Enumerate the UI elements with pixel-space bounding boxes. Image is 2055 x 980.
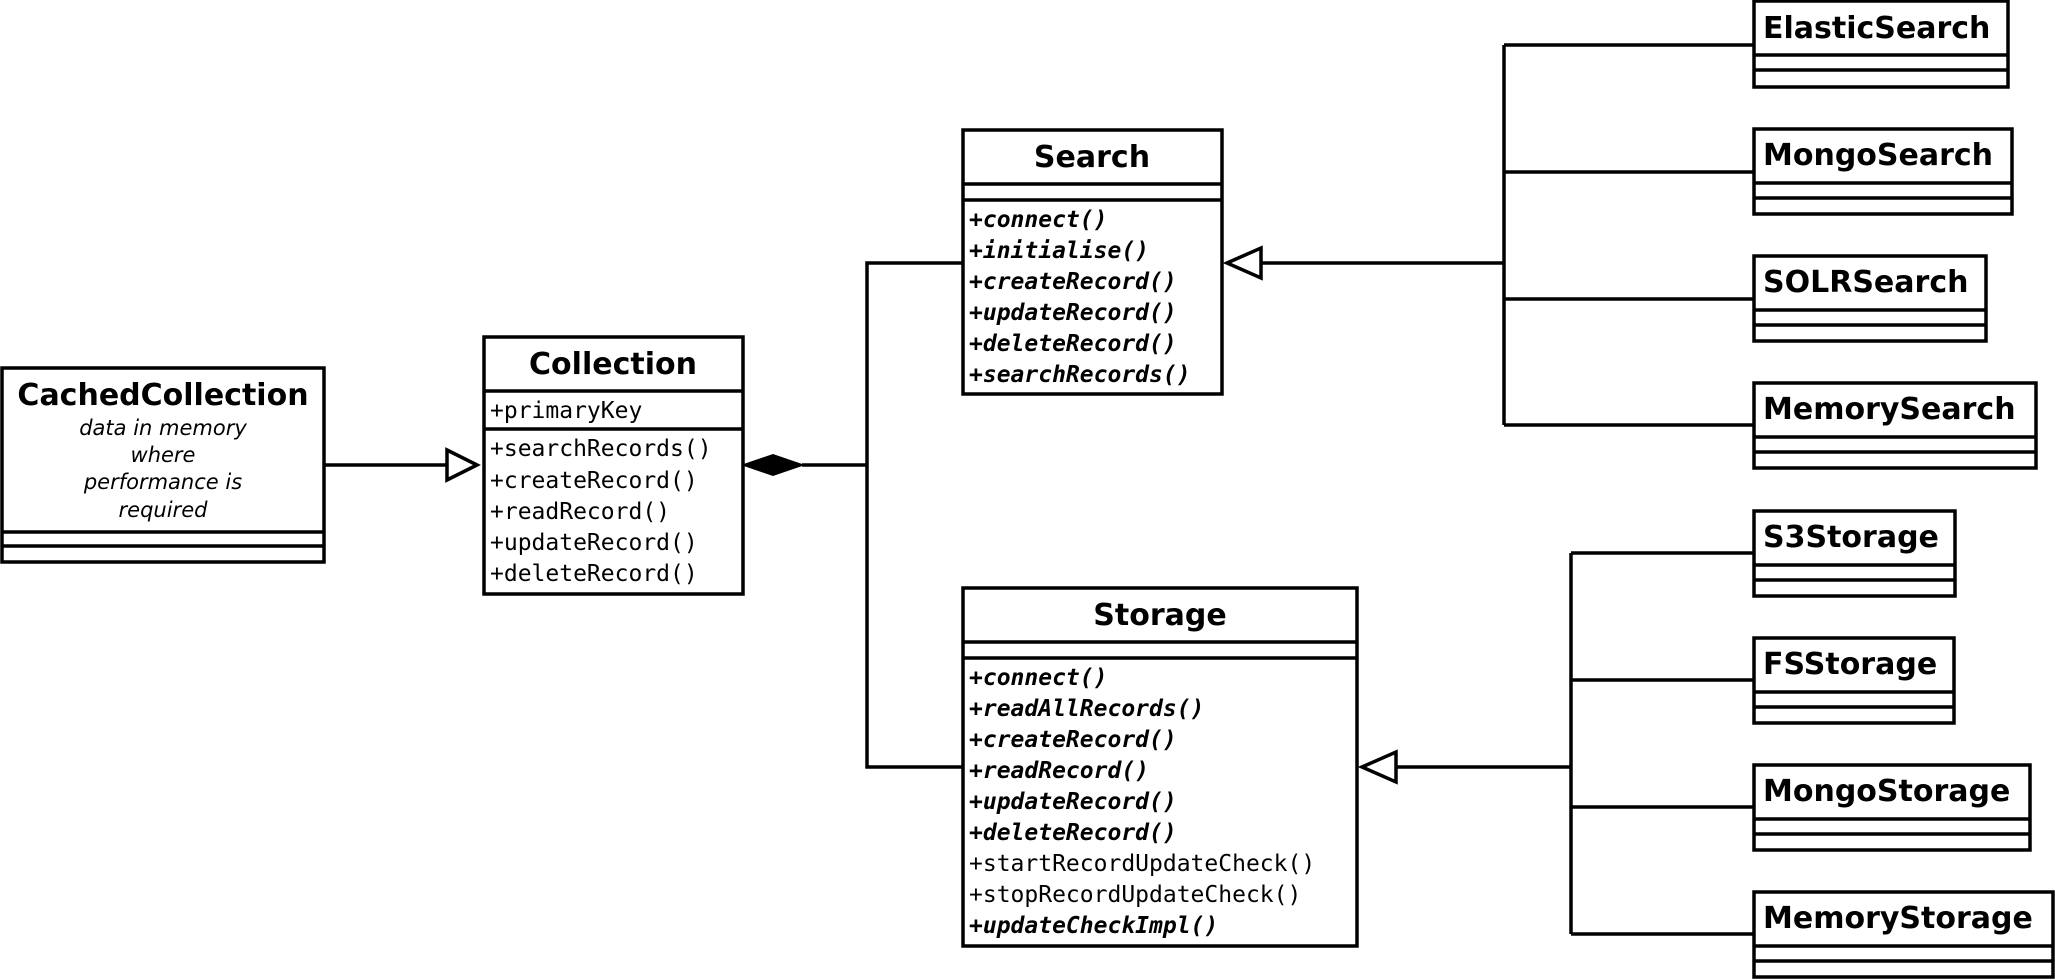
class-mongostorage[interactable]: MongoStorage <box>1752 763 2032 852</box>
class-name: MemoryStorage <box>1763 901 2033 936</box>
class-name: MemorySearch <box>1763 392 2016 427</box>
class-name: ElasticSearch <box>1763 11 1990 46</box>
class-method: +createRecord() <box>969 269 1177 295</box>
class-method: +searchRecords() <box>490 436 712 462</box>
class-method: +searchRecords() <box>969 362 1191 388</box>
class-cachedcollection[interactable]: CachedCollection data in memory where pe… <box>0 366 326 564</box>
class-name: FSStorage <box>1763 647 1937 682</box>
class-method: +updateCheckImpl() <box>969 913 1218 939</box>
class-method: +deleteRecord() <box>490 561 698 587</box>
class-name: CachedCollection <box>17 378 308 413</box>
class-solrsearch[interactable]: SOLRSearch <box>1752 254 1988 343</box>
search-generalization-edge <box>1222 43 1754 427</box>
class-name: MongoStorage <box>1763 774 2010 809</box>
class-name: Search <box>1034 140 1150 175</box>
class-method: +updateRecord() <box>969 300 1177 326</box>
class-storage[interactable]: Storage +connect() +readAllRecords() +cr… <box>961 586 1359 948</box>
class-note-line: data in memory <box>79 416 247 440</box>
class-memorystorage[interactable]: MemoryStorage <box>1752 890 2055 979</box>
class-method: +initialise() <box>969 238 1149 264</box>
class-name: Storage <box>1093 598 1226 633</box>
class-fsstorage[interactable]: FSStorage <box>1752 636 1956 725</box>
collection-composition-edge <box>740 261 963 769</box>
class-method: +stopRecordUpdateCheck() <box>969 882 1301 908</box>
class-collection[interactable]: Collection +primaryKey +searchRecords() … <box>482 335 745 596</box>
class-search[interactable]: Search +connect() +initialise() +createR… <box>961 128 1224 396</box>
cachedcollection-generalization-edge <box>324 447 481 483</box>
class-method: +startRecordUpdateCheck() <box>969 851 1315 877</box>
class-s3storage[interactable]: S3Storage <box>1752 509 1957 598</box>
class-method: +connect() <box>969 665 1107 691</box>
class-name: MongoSearch <box>1763 138 1993 173</box>
storage-generalization-edge <box>1357 551 1754 936</box>
class-method: +createRecord() <box>490 468 698 494</box>
class-note-line: required <box>119 498 209 522</box>
class-method: +connect() <box>969 207 1107 233</box>
class-method: +readAllRecords() <box>969 696 1204 722</box>
class-name: Collection <box>529 347 697 382</box>
class-method: +updateRecord() <box>490 530 698 556</box>
class-method: +readRecord() <box>490 499 670 525</box>
class-mongosearch[interactable]: MongoSearch <box>1752 127 2014 216</box>
class-attribute: +primaryKey <box>490 398 642 424</box>
class-method: +readRecord() <box>969 758 1149 784</box>
class-elasticsearch[interactable]: ElasticSearch <box>1752 0 2010 89</box>
class-method: +updateRecord() <box>969 789 1177 815</box>
class-name: S3Storage <box>1763 520 1939 555</box>
class-method: +createRecord() <box>969 727 1177 753</box>
class-name: SOLRSearch <box>1763 265 1968 300</box>
class-memorysearch[interactable]: MemorySearch <box>1752 381 2038 470</box>
class-method: +deleteRecord() <box>969 820 1177 846</box>
class-note-line: where <box>131 443 196 467</box>
class-note-line: performance is <box>83 470 242 494</box>
class-method: +deleteRecord() <box>969 331 1177 357</box>
